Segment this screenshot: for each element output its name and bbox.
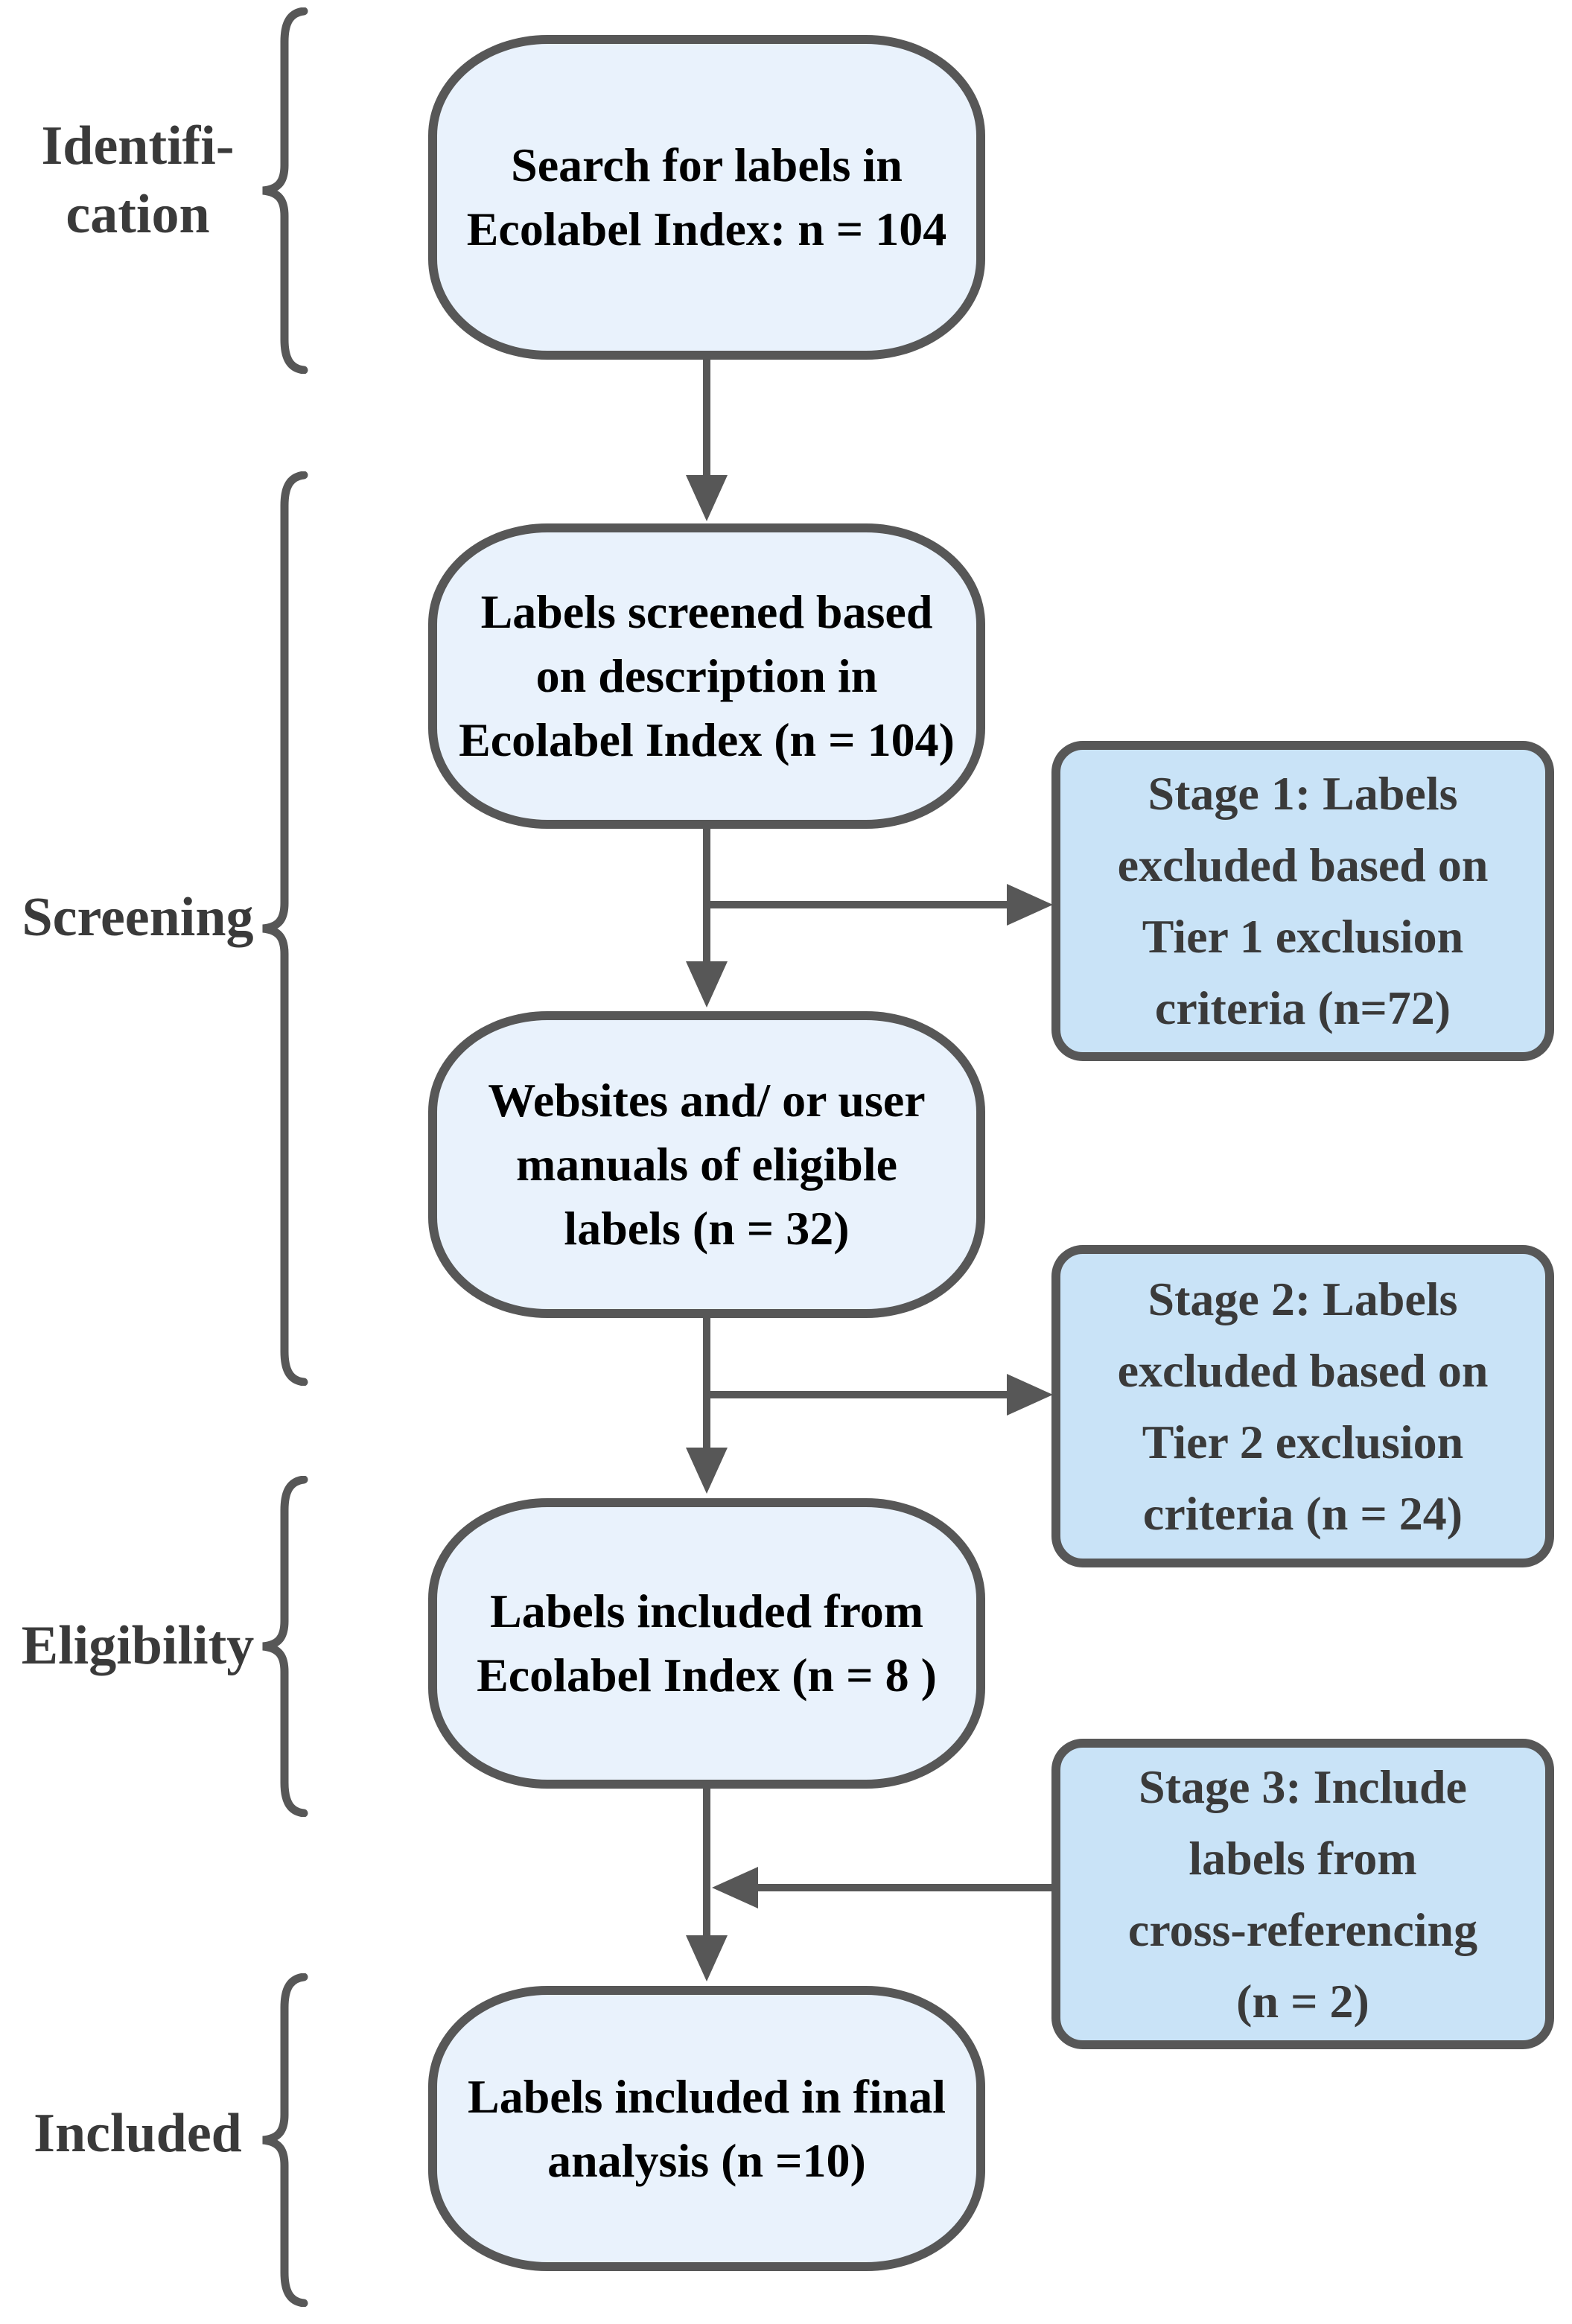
stage3-box: Stage 3: Include labels from cross-refer… — [1051, 1739, 1554, 2049]
node-search: Search for labels in Ecolabel Index: n =… — [428, 35, 985, 360]
section-label-screening: Screening — [0, 883, 276, 952]
stage2-box: Stage 2: Labels excluded based on Tier 2… — [1051, 1245, 1554, 1567]
section-label-line: Screening — [22, 887, 254, 948]
stage-text-line: criteria (n=72) — [1154, 981, 1451, 1034]
node-eligible: Labels included from Ecolabel Index (n =… — [428, 1498, 985, 1789]
stage1-box: Stage 1: Labels excluded based on Tier 1… — [1051, 741, 1554, 1061]
stage-text-line: Tier 2 exclusion — [1142, 1415, 1464, 1468]
node-text-line: Ecolabel Index (n = 104) — [459, 713, 955, 766]
stage-text-line: excluded based on — [1117, 838, 1489, 891]
node-text-line: Labels included from — [490, 1585, 923, 1637]
stage-text-line: Tier 1 exclusion — [1142, 910, 1464, 963]
stage-text-line: Stage 1: Labels — [1148, 767, 1458, 820]
node-text-line: labels (n = 32) — [564, 1202, 850, 1255]
arrow-branch-to-stage2 — [707, 1374, 1053, 1416]
section-label-line: Eligibility — [21, 1615, 255, 1676]
stage-text-line: cross-referencing — [1127, 1903, 1478, 1956]
stage-text-line: criteria (n = 24) — [1142, 1486, 1463, 1540]
stage-text-line: Stage 3: Include — [1139, 1760, 1467, 1813]
node-screened: Labels screened based on description in … — [428, 523, 985, 829]
node-text-line: manuals of eligible — [515, 1138, 898, 1191]
section-label-identification: Identifi- cation — [0, 112, 276, 249]
brace-eligibility — [262, 1476, 308, 1817]
section-label-line: cation — [66, 184, 210, 245]
brace-included — [262, 1973, 308, 2307]
stage-text-line: excluded based on — [1117, 1343, 1489, 1397]
arrow-search-to-screened — [686, 360, 728, 521]
node-text-line: Websites and/ or user — [488, 1074, 926, 1127]
stage-text-line: labels from — [1188, 1831, 1417, 1885]
section-label-included: Included — [0, 2099, 276, 2168]
section-label-line: Identifi- — [41, 115, 235, 176]
arrow-eligible-to-final — [686, 1789, 728, 1981]
arrow-screened-to-websites — [686, 829, 728, 1007]
stage-text-line: Stage 2: Labels — [1148, 1272, 1458, 1325]
brace-identification — [262, 7, 308, 374]
node-final: Labels included in final analysis (n =10… — [428, 1986, 985, 2271]
node-text-line: on description in — [535, 649, 878, 702]
arrow-stage3-to-main — [712, 1867, 1057, 1908]
node-text-line: analysis (n =10) — [547, 2133, 866, 2187]
arrow-branch-to-stage1 — [707, 884, 1053, 926]
node-text-line: Labels screened based — [480, 585, 933, 638]
arrow-websites-to-eligible — [686, 1318, 728, 1494]
node-text-line: Labels included in final — [468, 2069, 946, 2123]
section-label-eligibility: Eligibility — [0, 1611, 276, 1680]
stage-text-line: (n = 2) — [1236, 1974, 1369, 2028]
node-text-line: Search for labels in — [511, 139, 903, 191]
section-label-line: Included — [34, 2103, 242, 2164]
node-text-line: Ecolabel Index (n = 8 ) — [477, 1649, 937, 1701]
brace-screening — [262, 471, 308, 1386]
node-websites: Websites and/ or user manuals of eligibl… — [428, 1011, 985, 1318]
node-text-line: Ecolabel Index: n = 104 — [466, 203, 947, 255]
